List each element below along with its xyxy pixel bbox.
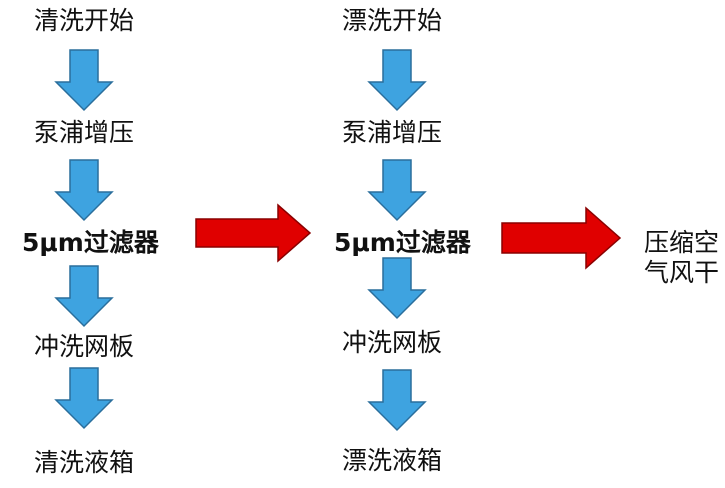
col2-down-arrow-1 <box>367 49 427 112</box>
col2-down-arrow-4 <box>367 369 427 432</box>
col2-tank-label: 漂洗液箱 <box>342 446 443 475</box>
col1-down-arrow-2 <box>54 159 114 222</box>
col2-pump-label: 泵浦增压 <box>342 118 443 147</box>
col1-start-label: 清洗开始 <box>34 6 135 35</box>
col1-down-arrow-3 <box>54 265 114 328</box>
col2-start-label: 漂洗开始 <box>342 6 443 35</box>
col1-tank-label: 清洗液箱 <box>34 448 135 477</box>
col1-pump-label: 泵浦增压 <box>34 118 135 147</box>
right-arrow-1 <box>195 203 312 263</box>
col2-flush-label: 冲洗网板 <box>342 328 443 357</box>
col1-down-arrow-4 <box>54 367 114 430</box>
col3-line1-label: 压缩空 <box>644 228 720 257</box>
col1-flush-label: 冲洗网板 <box>34 332 135 361</box>
col1-filter-label: 5μm过滤器 <box>22 228 159 257</box>
col2-down-arrow-3 <box>367 257 427 320</box>
right-arrow-2 <box>501 206 622 270</box>
col2-filter-label: 5μm过滤器 <box>334 228 471 257</box>
col1-down-arrow-1 <box>54 49 114 112</box>
col3-line2-label: 气风干 <box>644 258 720 287</box>
col2-down-arrow-2 <box>367 159 427 222</box>
